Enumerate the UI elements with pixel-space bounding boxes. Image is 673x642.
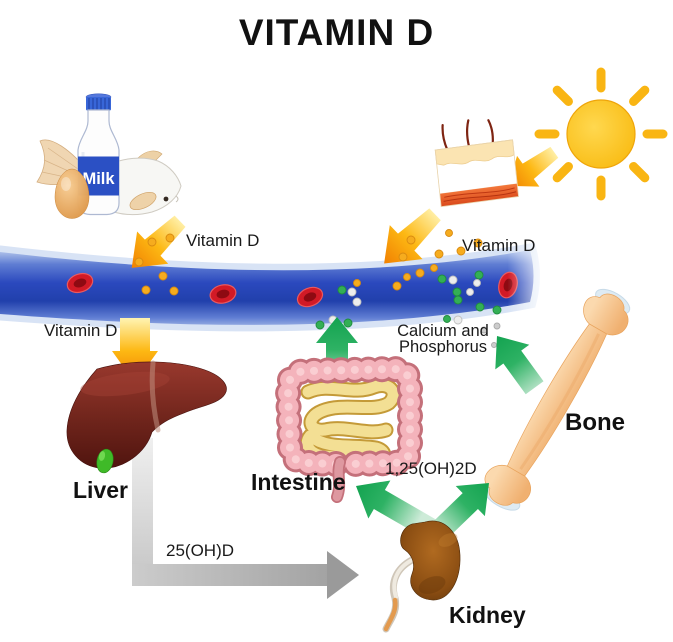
arrow-sun-to-skin <box>508 146 559 187</box>
label-125oh2d: 1,25(OH)2D <box>385 459 477 478</box>
hair <box>441 123 449 151</box>
red-blood-cells <box>66 271 518 308</box>
label-bone: Bone <box>565 409 625 436</box>
sun-icon <box>534 67 668 201</box>
phosphorus-dots <box>328 275 501 348</box>
label-intestine: Intestine <box>251 469 346 495</box>
red-blood-cell <box>296 286 324 308</box>
label-calcium-line1: Calcium and <box>397 322 489 340</box>
red-blood-cell <box>498 271 518 299</box>
bone-icon <box>483 288 631 511</box>
food-sources: Milk <box>36 93 182 219</box>
intestine-icon <box>274 355 423 503</box>
small-intestine <box>299 378 401 466</box>
label-vitamin-d-food: Vitamin D <box>186 231 260 250</box>
calcium-dots <box>315 270 502 338</box>
liver-ligament <box>149 360 161 433</box>
label-kidney: Kidney <box>449 602 526 628</box>
arrow-liver-to-kidney <box>132 438 359 599</box>
ureter <box>382 556 416 633</box>
red-blood-cell <box>209 284 237 304</box>
label-vitamin-d-skin: Vitamin D <box>462 236 536 255</box>
label-calcium-line2: Phosphorus <box>398 338 488 356</box>
blood-vessel <box>0 242 540 332</box>
label-liver: Liver <box>73 477 128 503</box>
hair <box>487 119 494 145</box>
gallbladder-icon <box>96 448 114 474</box>
arrow-food-to-blood <box>131 215 186 268</box>
milk-label-text: Milk <box>82 170 115 188</box>
page-title: VITAMIN D <box>238 12 435 53</box>
skin-icon <box>434 119 519 208</box>
fish-eye <box>163 196 169 202</box>
hair <box>466 119 471 148</box>
label-vitamin-d-blood: Vitamin D <box>44 321 118 340</box>
kidney-icon <box>382 520 461 633</box>
vessel-tube <box>0 250 534 325</box>
gray-arrowhead <box>327 551 359 599</box>
red-blood-cell <box>66 272 94 294</box>
egg-icon <box>54 168 90 219</box>
label-25ohd: 25(OH)D <box>166 541 235 560</box>
label-calcium-phosphorus: Calcium and Phosphorus <box>377 322 509 356</box>
liver-icon <box>66 360 227 474</box>
vitamin-d-dots <box>134 229 483 296</box>
large-intestine <box>274 355 423 503</box>
arrow-bone-to-blood <box>495 336 544 395</box>
